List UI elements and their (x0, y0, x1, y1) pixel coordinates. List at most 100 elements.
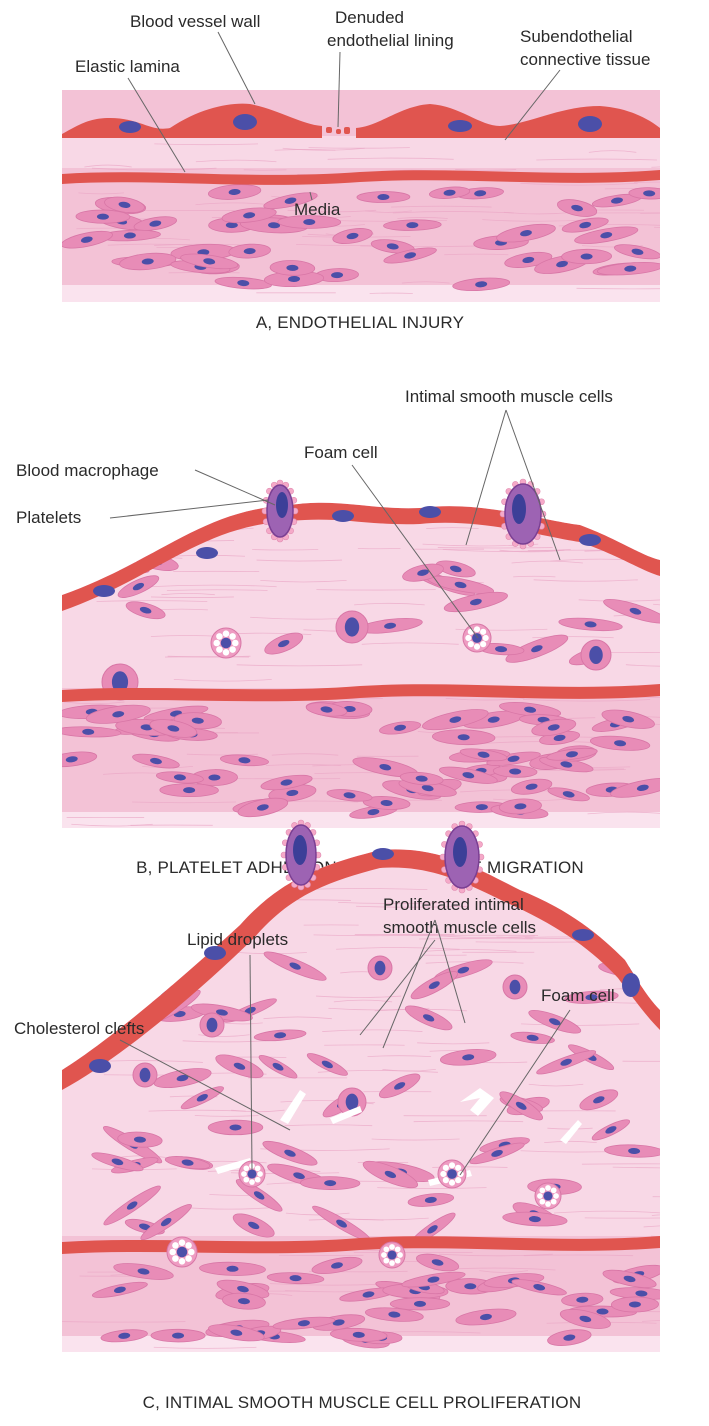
smooth-muscle-cell (153, 1068, 212, 1088)
label-intimal-smc: Intimal smooth muscle cells (405, 387, 613, 406)
tissue-fiber (643, 1224, 660, 1228)
tissue-fiber (367, 1055, 432, 1058)
tissue-fiber (523, 699, 651, 702)
internal-elastic-lamina-b (62, 684, 660, 702)
tissue-fiber (62, 1005, 118, 1008)
foam-cell (437, 1159, 467, 1189)
smooth-muscle-cell (133, 216, 178, 231)
tissue-fiber (444, 253, 509, 256)
panel-c-intima (62, 849, 660, 1236)
label-denuded-line2: endothelial lining (327, 31, 454, 50)
tissue-fiber (609, 938, 660, 941)
smooth-muscle-cell (536, 1050, 597, 1075)
tissue-fiber (528, 1083, 584, 1087)
smooth-muscle-cell (383, 219, 442, 231)
blood-macrophage-c (280, 819, 322, 891)
smooth-muscle-cell (305, 702, 348, 717)
smooth-muscle-cell (100, 1329, 148, 1343)
smooth-muscle-cell (277, 215, 342, 229)
smooth-muscle-cell (199, 1261, 266, 1276)
smooth-muscle-cell (237, 797, 289, 818)
smooth-muscle-cell (180, 253, 239, 270)
leader-elastic-lamina (127, 77, 186, 173)
tissue-fiber (633, 181, 660, 184)
tissue-fiber (107, 243, 193, 246)
smooth-muscle-cell (511, 1279, 567, 1296)
lipid-droplet (480, 641, 487, 648)
smooth-muscle-cell (422, 709, 489, 731)
smooth-muscle-cell (610, 1296, 659, 1313)
monocyte-b (499, 478, 547, 550)
tissue-fiber (150, 596, 234, 598)
smooth-muscle-cell (591, 193, 643, 208)
smooth-muscle-cell (113, 1263, 174, 1280)
panel-b: Intimal smooth muscle cells Foam cell Bl… (16, 387, 660, 877)
smooth-muscle-cell (407, 1193, 455, 1207)
leader-foam-cell-c (459, 1009, 571, 1176)
smooth-muscle-cell (528, 1009, 582, 1034)
lipid-droplet (537, 1193, 543, 1199)
lipid-droplet (381, 1252, 387, 1258)
label-foam-cell-b: Foam cell (304, 443, 378, 462)
tissue-fiber (222, 1022, 263, 1025)
smooth-muscle-cell (300, 1176, 361, 1190)
smooth-muscle-cell (603, 598, 660, 624)
smooth-muscle-cell (559, 1308, 611, 1329)
tissue-fiber (316, 995, 402, 998)
smooth-muscle-cell (505, 634, 569, 663)
smooth-muscle-cell (379, 721, 422, 735)
monocyte-c (439, 820, 485, 894)
tissue-fiber (455, 628, 548, 631)
tissue-fiber (236, 664, 363, 667)
smooth-muscle-cell (332, 228, 373, 244)
smooth-muscle-cell (591, 1119, 631, 1141)
lipid-droplet (213, 639, 220, 647)
tissue-fiber (511, 560, 583, 564)
smooth-muscle-cell (91, 1281, 148, 1298)
tissue-fiber (129, 909, 215, 912)
lipid-droplet (216, 646, 223, 653)
lipid-droplet (254, 1176, 261, 1183)
lipid-droplet (473, 626, 481, 633)
tissue-fiber (382, 1068, 436, 1072)
tissue-fiber (589, 930, 660, 933)
lipid-droplet (243, 1176, 250, 1183)
tissue-fiber (153, 1346, 257, 1349)
label-proliferated-line1: Proliferated intimal (383, 895, 524, 914)
lipid-droplet (185, 1242, 192, 1249)
tissue-fiber (401, 281, 450, 284)
tissue-fiber (148, 1109, 246, 1112)
tissue-fiber (96, 600, 208, 602)
smooth-muscle-cell (614, 244, 660, 260)
tissue-fiber (479, 1270, 528, 1273)
panel-c: Proliferated intimal smooth muscle cells… (14, 819, 660, 1412)
smooth-muscle-cell (222, 1292, 266, 1310)
lipid-droplet (550, 1187, 557, 1194)
leader-proliferated-3 (434, 919, 466, 1024)
smooth-muscle-cell (432, 729, 496, 746)
lipid-droplet (257, 1171, 263, 1177)
tissue-fiber (161, 592, 215, 596)
denuded-endothelial-fragments (326, 127, 350, 134)
label-proliferated-line2: smooth muscle cells (383, 918, 536, 937)
lipid-droplet (473, 643, 481, 650)
lipid-droplet (241, 1171, 247, 1177)
lipid-droplet (222, 630, 230, 637)
leader-blood-vessel-wall (217, 31, 256, 105)
smooth-muscle-cell (410, 971, 458, 1000)
smooth-muscle-cell (365, 1307, 424, 1322)
smooth-muscle-cell (443, 591, 508, 613)
smooth-muscle-cell (378, 1073, 421, 1099)
tissue-fiber (536, 158, 658, 161)
tissue-fiber (84, 164, 132, 168)
lipid-droplet (480, 628, 487, 635)
smooth-muscle-cell (180, 1086, 224, 1110)
lipid-droplet (455, 1164, 462, 1171)
smooth-muscle-cell (117, 1131, 163, 1148)
caption-panel-c: C, INTIMAL SMOOTH MUSCLE CELL PROLIFERAT… (143, 1393, 582, 1412)
label-blood-vessel-wall: Blood vessel wall (130, 12, 260, 31)
lipid-droplet (185, 1255, 192, 1262)
tissue-fiber (287, 209, 377, 213)
label-media: Media (294, 200, 341, 219)
lipid-droplet (229, 633, 236, 640)
